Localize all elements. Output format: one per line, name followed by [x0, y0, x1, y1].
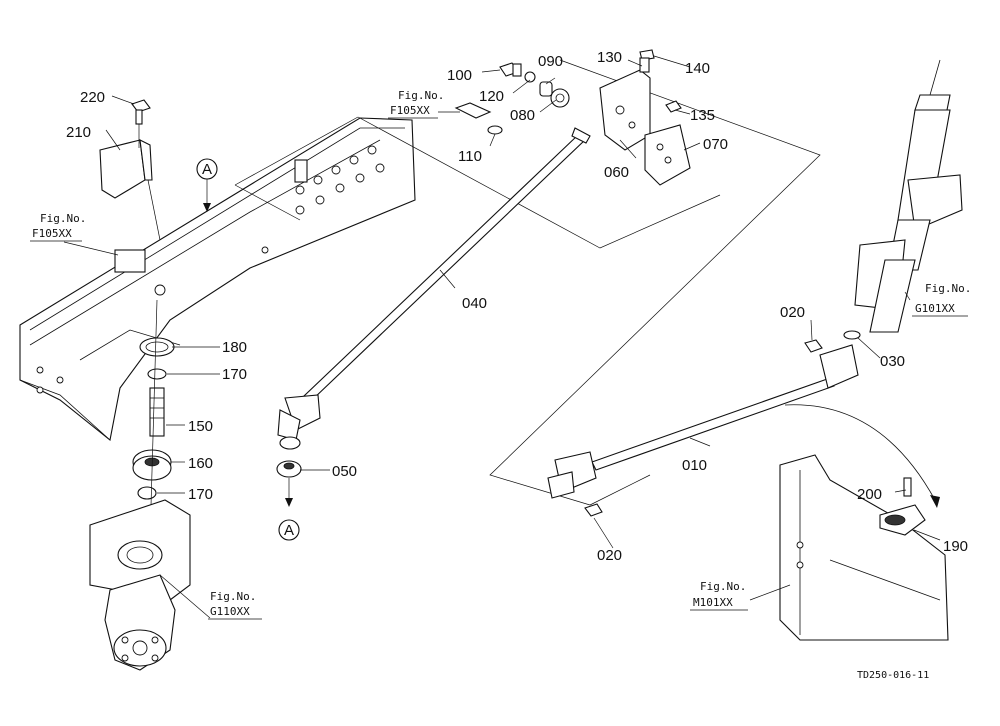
callout-a-top: A — [196, 158, 218, 212]
bracket-210 — [99, 139, 161, 241]
bushing-080 — [550, 88, 570, 108]
bolt-140 — [639, 49, 655, 73]
ref-f105-left: Fig.No. F105XX — [30, 212, 86, 242]
shaft-150 — [149, 387, 165, 437]
ref-g101-line1: Fig.No. — [925, 282, 971, 295]
bolt-100 — [499, 62, 522, 77]
label-170-upper: 170 — [222, 366, 247, 383]
ref-g101: Fig.No. G101XX — [912, 282, 971, 317]
pin-030 — [843, 330, 861, 340]
ref-g101-line2: G101XX — [915, 302, 955, 315]
label-020-lower: 020 — [597, 547, 622, 564]
bolt-110 — [454, 102, 503, 135]
shaft-040 — [277, 127, 591, 450]
ref-f105-left-line2: F105XX — [32, 227, 72, 240]
drawing-code: TD250-016-11 — [857, 670, 929, 681]
label-210: 210 — [66, 124, 91, 141]
sleeve-090 — [539, 81, 553, 97]
ref-f105-left-line1: Fig.No. — [40, 212, 86, 225]
ring-170-upper — [147, 368, 167, 380]
ref-f105-top: Fig.No. F105XX — [388, 89, 444, 119]
ref-g110-line1: Fig.No. — [210, 590, 256, 603]
ref-f105-top-line1: Fig.No. — [398, 89, 444, 102]
label-050: 050 — [332, 463, 357, 480]
frame-rail — [19, 117, 416, 441]
label-200: 200 — [857, 486, 882, 503]
ref-m101-line2: M101XX — [693, 596, 733, 609]
label-060: 060 — [604, 164, 629, 181]
seal-180 — [139, 337, 175, 357]
label-220: 220 — [80, 89, 105, 106]
ring-170-lower — [137, 486, 157, 500]
label-180: 180 — [222, 339, 247, 356]
label-080: 080 — [510, 107, 535, 124]
label-140: 140 — [685, 60, 710, 77]
label-170-lower: 170 — [188, 486, 213, 503]
label-150: 150 — [188, 418, 213, 435]
label-130: 130 — [597, 49, 622, 66]
label-190: 190 — [943, 538, 968, 555]
callout-a-bottom: A — [278, 519, 300, 541]
washer-120 — [524, 71, 536, 83]
shaft-010 — [547, 344, 859, 499]
bolt-020-upper — [804, 339, 823, 353]
label-020-upper: 020 — [780, 304, 805, 321]
bolt-200 — [903, 477, 912, 497]
bolt-020-lower — [584, 503, 603, 517]
steering-gearbox — [89, 499, 191, 671]
label-010: 010 — [682, 457, 707, 474]
lever-190 — [879, 504, 926, 536]
coupler-050 — [276, 460, 302, 507]
bracket-060 — [599, 69, 651, 151]
callout-a-bottom-letter: A — [284, 522, 294, 539]
label-070: 070 — [703, 136, 728, 153]
guide-lines — [234, 59, 821, 506]
label-030: 030 — [880, 353, 905, 370]
label-110: 110 — [458, 148, 482, 165]
steering-column — [854, 59, 963, 333]
label-135: 135 — [690, 107, 715, 124]
ref-m101-line1: Fig.No. — [700, 580, 746, 593]
bearing-160 — [132, 449, 172, 481]
nut-135 — [665, 100, 682, 113]
ref-g110: Fig.No. G110XX — [208, 590, 262, 620]
bolt-220 — [131, 99, 151, 148]
label-040: 040 — [462, 295, 487, 312]
label-160: 160 — [188, 455, 213, 472]
ref-g110-line2: G110XX — [210, 605, 250, 618]
label-100: 100 — [447, 67, 472, 84]
label-120: 120 — [479, 88, 504, 105]
fender-panel — [779, 454, 949, 641]
ref-f105-top-line2: F105XX — [390, 104, 430, 117]
ref-m101: Fig.No. M101XX — [690, 580, 748, 611]
leader-lines — [63, 55, 941, 619]
plate-070 — [644, 124, 691, 186]
label-090: 090 — [538, 53, 563, 70]
callout-a-top-letter: A — [202, 161, 212, 178]
